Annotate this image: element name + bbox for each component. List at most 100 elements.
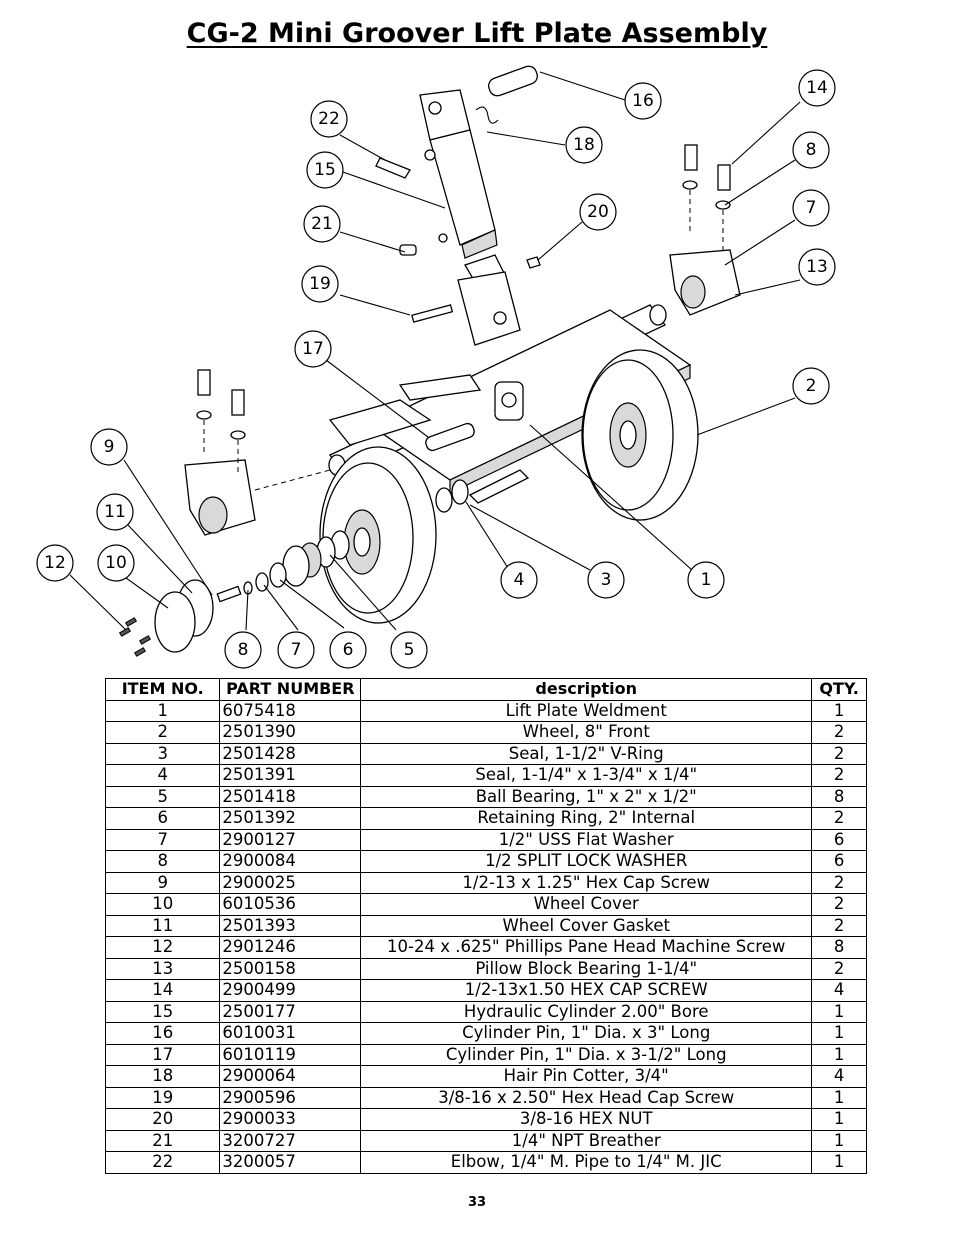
cell-description: 10-24 x .625" Phillips Pane Head Machine… (360, 936, 813, 959)
cell-qty: 6 (811, 828, 867, 851)
balloon-17: 17 (294, 330, 332, 368)
svg-text:9: 9 (104, 437, 115, 457)
cell-description: 3/8-16 x 2.50" Hex Head Cap Screw (360, 1086, 813, 1109)
cell-part-number: 2900499 (219, 979, 362, 1002)
cell-item-no: 16 (104, 1022, 221, 1045)
cell-description: 1/4" NPT Breather (360, 1129, 813, 1152)
cell-item-no: 22 (104, 1151, 221, 1174)
hex-nut (526, 256, 541, 269)
balloon-10: 10 (97, 544, 135, 582)
cylinder-pin-16 (488, 65, 538, 97)
cell-description: 1/2-13x1.50 HEX CAP SCREW (360, 979, 813, 1002)
cell-part-number: 3200057 (219, 1151, 362, 1174)
cell-part-number: 2501418 (219, 785, 362, 808)
balloon-19: 19 (301, 265, 339, 303)
svg-text:13: 13 (806, 257, 828, 277)
machine-screws (118, 617, 152, 657)
cell-part-number: 2900127 (219, 828, 362, 851)
svg-text:1: 1 (701, 570, 712, 590)
svg-text:7: 7 (291, 640, 302, 660)
balloon-11: 11 (96, 493, 134, 531)
balloon-7-bottom: 7 (277, 631, 315, 669)
cell-item-no: 14 (104, 979, 221, 1002)
cell-description: Cylinder Pin, 1" Dia. x 3-1/2" Long (360, 1043, 813, 1066)
cylinder-pin-17 (425, 422, 475, 452)
cell-part-number: 3200727 (219, 1129, 362, 1152)
cell-qty: 2 (811, 893, 867, 916)
cell-qty: 8 (811, 785, 867, 808)
page-number: 33 (467, 1195, 487, 1210)
header-qty: QTY. (811, 678, 867, 701)
svg-text:17: 17 (302, 339, 324, 359)
cell-description: Elbow, 1/4" M. Pipe to 1/4" M. JIC (360, 1151, 813, 1174)
left-pillow-block (184, 369, 331, 536)
balloon-7-top: 7 (792, 189, 830, 227)
right-pillow-block (669, 144, 741, 316)
cell-qty: 2 (811, 871, 867, 894)
cell-qty: 1 (811, 1000, 867, 1023)
cell-item-no: 8 (104, 850, 221, 873)
cell-item-no: 7 (104, 828, 221, 851)
cell-item-no: 3 (104, 742, 221, 765)
cell-description: Hydraulic Cylinder 2.00" Bore (360, 1000, 813, 1023)
cell-part-number: 2501393 (219, 914, 362, 937)
cell-description: 1/2" USS Flat Washer (360, 828, 813, 851)
header-description: description (360, 678, 813, 701)
svg-text:11: 11 (104, 502, 126, 522)
svg-text:4: 4 (514, 570, 525, 590)
svg-text:19: 19 (309, 274, 331, 294)
cell-part-number: 2501390 (219, 721, 362, 744)
cell-description: 1/2 SPLIT LOCK WASHER (360, 850, 813, 873)
cell-part-number: 2501392 (219, 807, 362, 830)
svg-text:6: 6 (343, 640, 354, 660)
balloon-14: 14 (798, 69, 836, 107)
cell-description: Hair Pin Cotter, 3/4" (360, 1065, 813, 1088)
balloon-21: 21 (303, 205, 341, 243)
cell-part-number: 2900596 (219, 1086, 362, 1109)
cell-part-number: 6075418 (219, 699, 362, 722)
cell-item-no: 10 (104, 893, 221, 916)
cell-description: 3/8-16 HEX NUT (360, 1108, 813, 1131)
svg-text:20: 20 (587, 202, 609, 222)
cell-part-number: 6010119 (219, 1043, 362, 1066)
cell-item-no: 9 (104, 871, 221, 894)
cell-part-number: 2900033 (219, 1108, 362, 1131)
svg-text:12: 12 (44, 553, 66, 573)
cell-qty: 4 (811, 1065, 867, 1088)
breather (399, 244, 417, 256)
balloon-22: 22 (310, 100, 348, 138)
cell-qty: 4 (811, 979, 867, 1002)
cell-item-no: 4 (104, 764, 221, 787)
cell-part-number: 2500158 (219, 957, 362, 980)
svg-text:8: 8 (806, 140, 817, 160)
cell-part-number: 6010031 (219, 1022, 362, 1045)
cell-qty: 1 (811, 1129, 867, 1152)
cell-qty: 6 (811, 850, 867, 873)
cell-item-no: 5 (104, 785, 221, 808)
svg-text:21: 21 (311, 214, 333, 234)
cell-qty: 2 (811, 764, 867, 787)
balloon-3: 3 (587, 561, 625, 599)
cell-description: Wheel Cover (360, 893, 813, 916)
cell-item-no: 2 (104, 721, 221, 744)
cell-item-no: 21 (104, 1129, 221, 1152)
cell-item-no: 6 (104, 807, 221, 830)
cell-description: Pillow Block Bearing 1-1/4" (360, 957, 813, 980)
seal-ring (435, 487, 453, 513)
svg-text:22: 22 (318, 109, 340, 129)
cell-item-no: 12 (104, 936, 221, 959)
cell-part-number: 6010536 (219, 893, 362, 916)
cell-item-no: 19 (104, 1086, 221, 1109)
balloon-12: 12 (36, 544, 74, 582)
balloon-8-bottom: 8 (224, 631, 262, 669)
balloon-16: 16 (624, 82, 662, 120)
svg-text:2: 2 (806, 376, 817, 396)
